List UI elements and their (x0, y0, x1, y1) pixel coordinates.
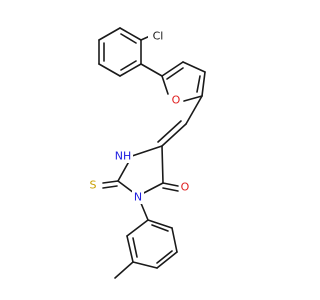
svg-text:O: O (172, 94, 181, 107)
chlorine-atom: Cl (148, 28, 164, 43)
bond (119, 63, 142, 77)
bond (161, 145, 164, 184)
bond (182, 61, 206, 73)
bond (131, 145, 163, 157)
svg-text:S: S (90, 179, 97, 192)
svg-text:NH: NH (115, 150, 132, 163)
bond (156, 251, 178, 269)
bond (162, 182, 179, 187)
svg-text:N: N (134, 191, 142, 204)
bond (98, 27, 121, 41)
bond (157, 120, 182, 143)
svg-text:Cl: Cl (153, 30, 164, 43)
bond (185, 95, 203, 125)
bond (196, 75, 201, 93)
bond (201, 71, 206, 97)
bond (120, 33, 137, 44)
bond (166, 67, 184, 80)
bond (120, 60, 137, 71)
bond (126, 219, 149, 237)
bond (147, 219, 173, 229)
bond (171, 227, 178, 253)
bonds (98, 27, 206, 279)
bond (102, 185, 118, 189)
bond (151, 224, 169, 232)
bond (161, 123, 187, 147)
bond (162, 187, 179, 192)
furan-oxygen-atom: O (171, 93, 183, 107)
bond (98, 63, 121, 77)
ring-nitrogen-atom: N (132, 190, 144, 204)
bond (119, 27, 142, 41)
bond (102, 180, 119, 184)
atom-labels: Cl O NH S N O (87, 28, 191, 204)
bond (126, 235, 134, 263)
bond (161, 61, 184, 77)
bond (156, 250, 173, 264)
bond (183, 95, 203, 102)
bond (132, 237, 138, 258)
bond (114, 261, 134, 279)
sulfur-atom: S (87, 178, 99, 192)
molecule-structure: Cl O NH S N O (87, 27, 206, 279)
svg-text:O: O (181, 181, 190, 194)
bond (140, 63, 163, 77)
carbonyl-oxygen-atom: O (179, 180, 191, 194)
bond (132, 261, 158, 269)
bond (161, 75, 169, 95)
nh-atom: NH (113, 149, 133, 163)
